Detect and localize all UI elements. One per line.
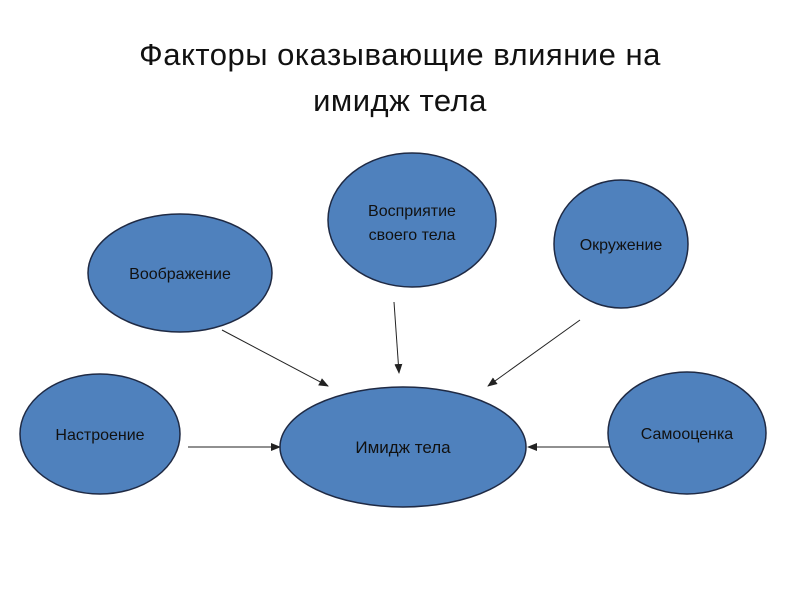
node-imagination: Воображение xyxy=(87,213,273,333)
node-perception-shape xyxy=(327,152,497,288)
node-mood: Настроение xyxy=(19,373,181,495)
slide-title: Факторы оказывающие влияние на имидж тел… xyxy=(0,32,800,124)
node-imagination-label: Воображение xyxy=(129,266,231,283)
node-mood-label: Настроение xyxy=(55,427,144,444)
node-perception-label-line2: своего тела xyxy=(369,227,456,244)
node-environment: Окружение xyxy=(553,179,689,309)
node-self-esteem-label: Самооценка xyxy=(641,426,734,443)
node-mood-shape xyxy=(19,373,181,495)
arrow-environment-to-image xyxy=(487,319,581,387)
slide-title-line1: Факторы оказывающие влияние на xyxy=(139,37,661,72)
slide-title-line2: имидж тела xyxy=(313,83,487,118)
node-image-of-body-label: Имидж тела xyxy=(355,438,451,457)
edges xyxy=(188,301,620,451)
arrow-perception-to-image xyxy=(393,301,403,374)
node-environment-shape xyxy=(553,179,689,309)
node-perception: Восприятие своего тела xyxy=(327,152,497,288)
node-image-of-body-shape xyxy=(279,386,527,508)
arrow-imagination-to-image xyxy=(221,329,329,387)
node-imagination-shape xyxy=(87,213,273,333)
node-image-of-body: Имидж тела xyxy=(279,386,527,508)
node-self-esteem-shape xyxy=(607,371,767,495)
node-self-esteem: Самооценка xyxy=(607,371,767,495)
node-perception-label-line1: Восприятие xyxy=(368,203,456,220)
node-environment-label: Окружение xyxy=(580,237,663,254)
